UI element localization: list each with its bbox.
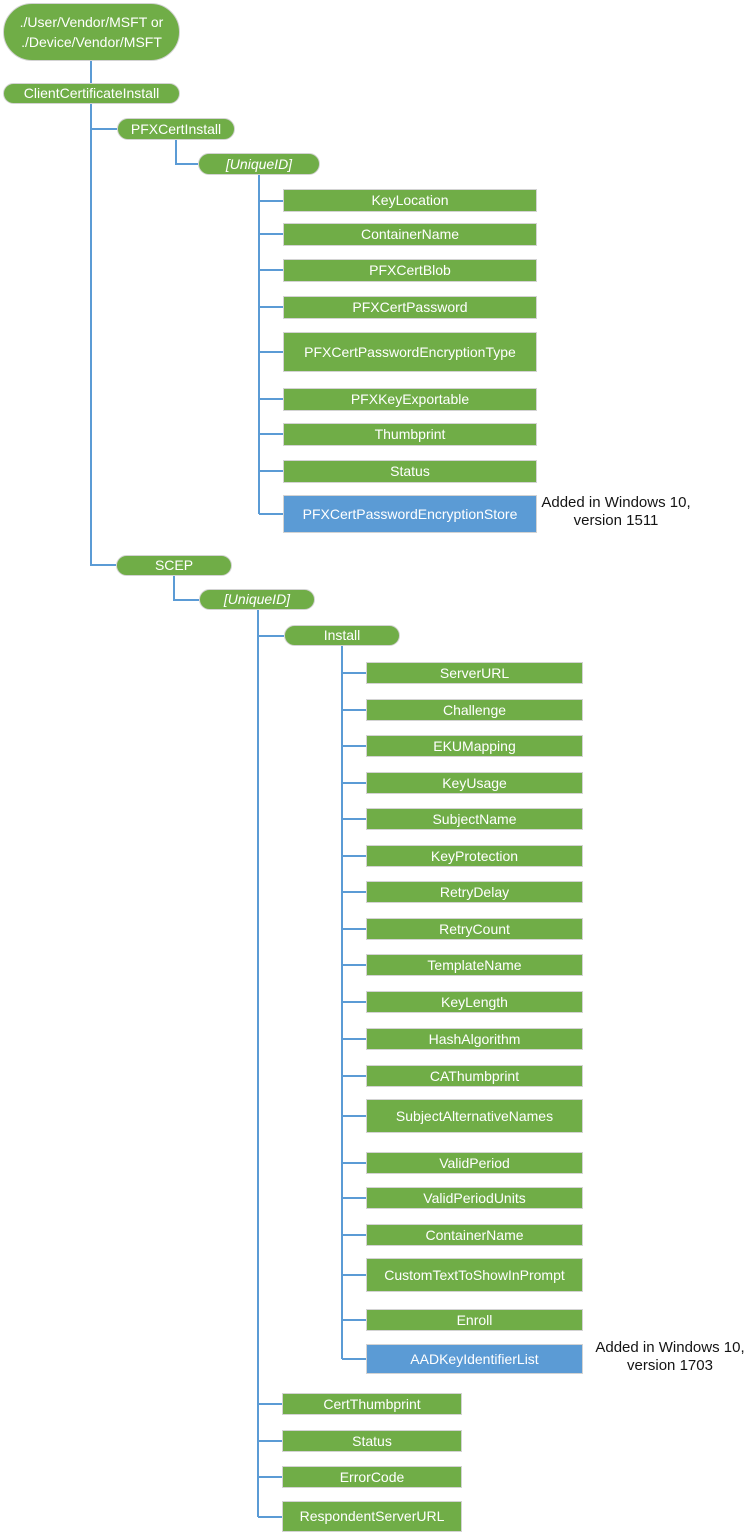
node-install-cathumbprint: CAThumbprint xyxy=(366,1065,583,1087)
annotation-1511-line2: version 1511 xyxy=(573,512,659,529)
node-install-aadkeyidentifierlist: AADKeyIdentifierList xyxy=(366,1344,583,1374)
node-pfx-pfxcertpasswordencryptiontype: PFXCertPasswordEncryptionType xyxy=(283,332,537,372)
node-install-hashalgorithm: HashAlgorithm xyxy=(366,1028,583,1050)
node-install-validperiod: ValidPeriod xyxy=(366,1152,583,1174)
node-scep-status: Status xyxy=(282,1430,462,1452)
node-pfx-status: Status xyxy=(283,460,537,483)
node-install-enroll: Enroll xyxy=(366,1309,583,1331)
node-install-subjectname: SubjectName xyxy=(366,808,583,830)
node-pfx-thumbprint: Thumbprint xyxy=(283,423,537,446)
node-clientcertificateinstall: ClientCertificateInstall xyxy=(3,83,180,104)
connector-path xyxy=(90,61,366,1518)
root-path-line1: ./User/Vendor/MSFT or xyxy=(19,13,164,30)
node-pfx-pfxcertpassword: PFXCertPassword xyxy=(283,296,537,319)
node-install-challenge: Challenge xyxy=(366,699,583,721)
node-pfx-pfxcertblob: PFXCertBlob xyxy=(283,259,537,282)
node-root-path: ./User/Vendor/MSFT or ./Device/Vendor/MS… xyxy=(3,3,180,61)
node-install-containername: ContainerName xyxy=(366,1224,583,1246)
node-install-templatename: TemplateName xyxy=(366,954,583,976)
node-scep-respondentserverurl: RespondentServerURL xyxy=(282,1501,462,1532)
annotation-1703-line1: Added in Windows 10, xyxy=(595,1339,745,1356)
node-install-subjectalternativenames: SubjectAlternativeNames xyxy=(366,1099,583,1133)
node-install-ekumapping: EKUMapping xyxy=(366,735,583,757)
node-install-customtexttoshowinprompt: CustomTextToShowInPrompt xyxy=(366,1258,583,1292)
annotation-added-1703: Added in Windows 10, version 1703 xyxy=(590,1339,750,1375)
node-install: Install xyxy=(284,625,400,646)
node-scep-uniqueid: [UniqueID] xyxy=(199,589,315,610)
node-install-keylength: KeyLength xyxy=(366,991,583,1013)
node-install-keyprotection: KeyProtection xyxy=(366,845,583,867)
node-install-keyusage: KeyUsage xyxy=(366,772,583,794)
node-pfx-pfxcertpasswordencryptionstore: PFXCertPasswordEncryptionStore xyxy=(283,495,537,533)
node-install-retrycount: RetryCount xyxy=(366,918,583,940)
node-scep-certthumbprint: CertThumbprint xyxy=(282,1393,462,1415)
node-pfxcertinstall: PFXCertInstall xyxy=(117,118,235,140)
annotation-1703-line2: version 1703 xyxy=(627,1357,713,1374)
node-scep-errorcode: ErrorCode xyxy=(282,1466,462,1488)
node-pfx-containername: ContainerName xyxy=(283,223,537,246)
node-install-serverurl: ServerURL xyxy=(366,662,583,684)
node-pfx-keylocation: KeyLocation xyxy=(283,189,537,212)
node-pfx-pfxkeyexportable: PFXKeyExportable xyxy=(283,388,537,411)
node-scep: SCEP xyxy=(116,555,232,576)
node-pfx-uniqueid: [UniqueID] xyxy=(198,153,320,175)
node-install-retrydelay: RetryDelay xyxy=(366,881,583,903)
root-path-line2: ./Device/Vendor/MSFT xyxy=(21,34,162,50)
annotation-1511-line1: Added in Windows 10, xyxy=(541,494,691,511)
node-install-validperiodunits: ValidPeriodUnits xyxy=(366,1187,583,1209)
annotation-added-1511: Added in Windows 10, version 1511 xyxy=(535,494,697,530)
